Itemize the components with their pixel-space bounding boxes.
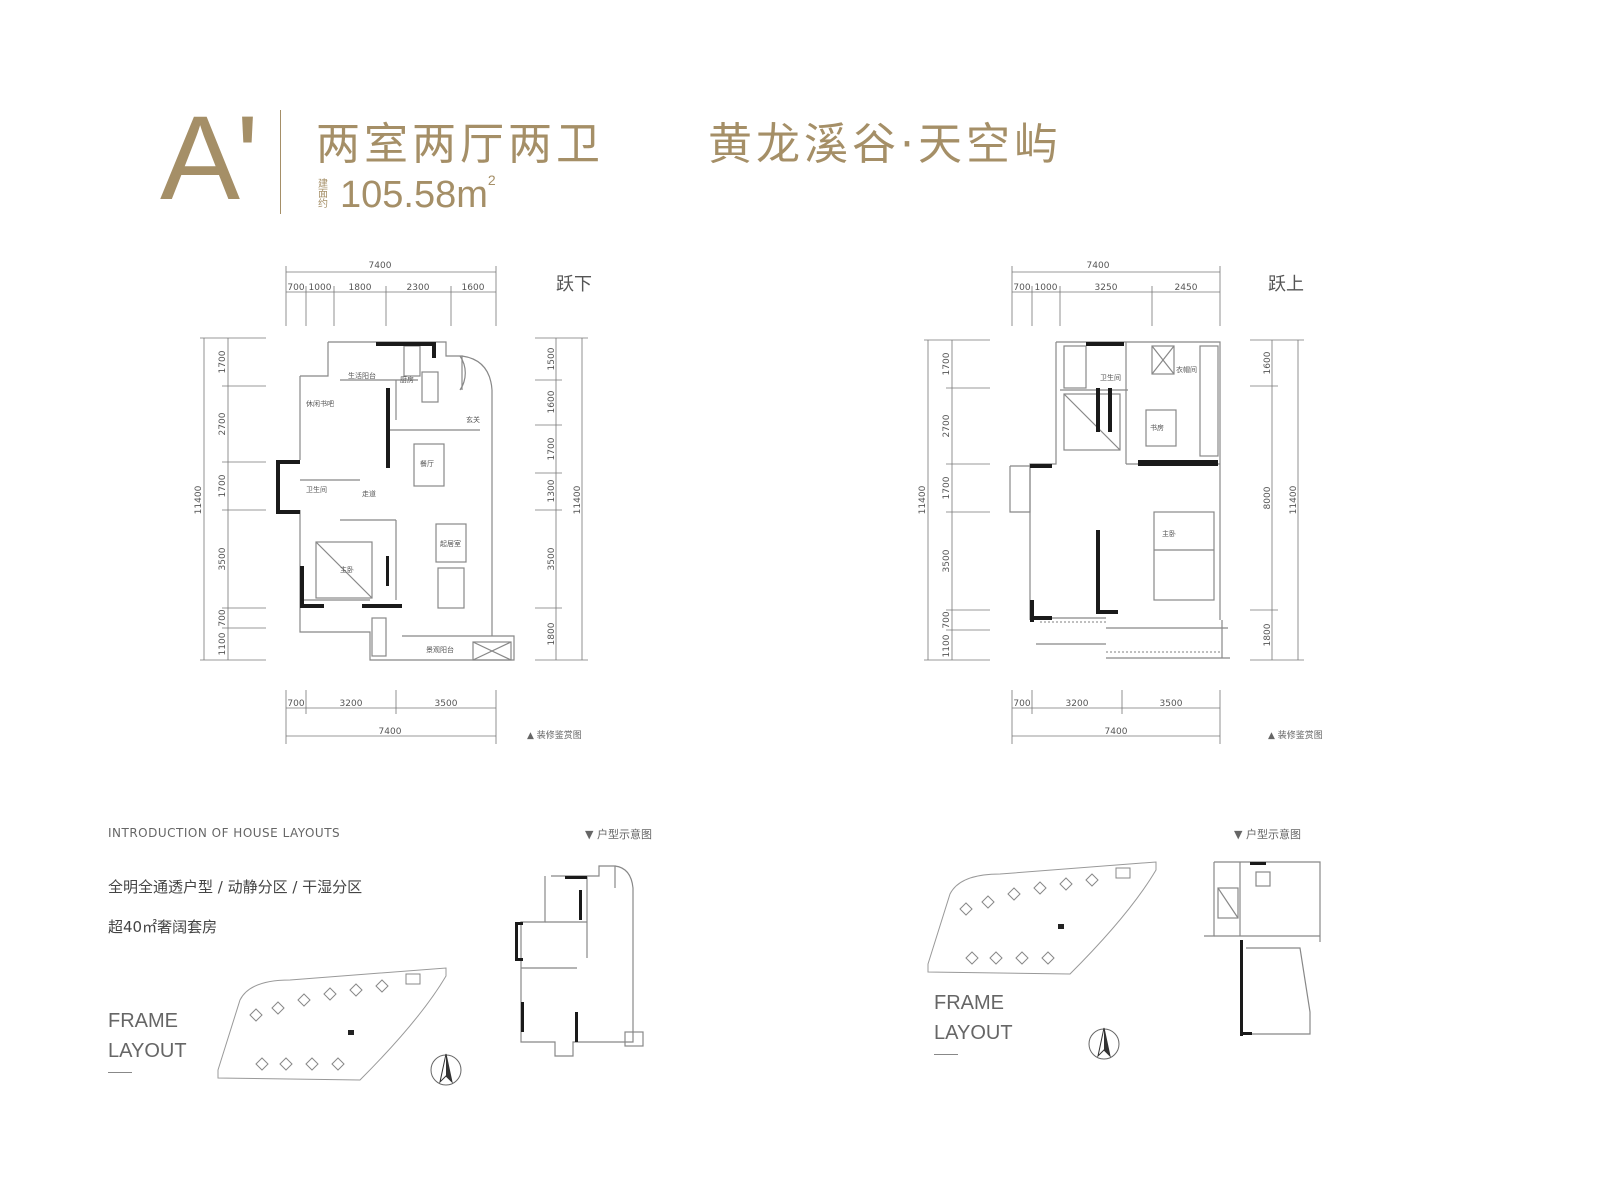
lower-top-total: 7400 [369,261,392,271]
lower-left-dim: 1100 [218,632,228,655]
room-multi: 休闲书吧 [306,399,334,408]
schematic-label-right: ▼ 户型示意图 [1234,828,1301,841]
area-prefix: 建面约 [318,179,328,210]
unit-code: A' [160,91,259,225]
intro-title: INTRODUCTION OF HOUSE LAYOUTS [108,826,341,840]
lower-bottom-dim: 700 [287,699,304,709]
frame-label-line1: FRAME [108,1010,178,1032]
north-arrow-left [430,1053,462,1086]
lower-floor-label: 跃下 [556,274,592,295]
lower-right-dim: 1600 [547,390,557,413]
room-living: 起居室 [440,539,461,548]
area-value: 105.58 [340,174,457,216]
lower-floor-note: ▲ 装修鉴赏图 [527,731,582,741]
room-dining: 餐厅 [420,459,434,468]
lower-bottom-dim: 3200 [340,699,363,709]
frame-label-right-line2: LAYOUT [934,1022,1013,1044]
room-master: 主卧 [340,565,354,574]
upper-left-dim: 2700 [942,414,952,437]
frame-dash-left [108,1072,132,1073]
upper-right-dim: 1600 [1263,351,1273,374]
room-balcony: 景观阳台 [426,645,454,654]
upper-right-total: 11400 [1289,485,1299,514]
feature-line-1: 全明全通透户型 / 动静分区 / 干湿分区 [108,878,363,896]
upper-bottom-dim: 3500 [1160,699,1183,709]
upper-room-closet: 衣帽间 [1176,365,1197,374]
upper-top-total: 7400 [1087,261,1110,271]
room-corridor: 走道 [362,489,376,498]
area-value-row: 105.58m2 [340,172,496,217]
lower-right-dim: 1700 [547,437,557,460]
frame-label-line2: LAYOUT [108,1040,187,1062]
upper-top-dim: 3250 [1095,283,1118,293]
title-divider [280,110,281,214]
room-bath: 卫生间 [306,485,327,494]
lower-top-dim: 1600 [462,283,485,293]
lower-top-dim: 1000 [309,283,332,293]
upper-left-dim: 700 [942,611,952,628]
lower-bottom-total: 7400 [379,727,402,737]
frame-label-right-line1: FRAME [934,992,1004,1014]
room-entrance: 玄关 [466,415,480,424]
upper-left-dim: 1700 [942,352,952,375]
upper-room-study: 书房 [1150,423,1164,432]
upper-bottom-total: 7400 [1105,727,1128,737]
lower-left-dim: 1700 [218,350,228,373]
lower-left-dim: 1700 [218,474,228,497]
site-map-left [217,967,447,1081]
feature-line-2: 超40㎡奢阔套房 [108,918,218,936]
lower-left-dim: 700 [218,609,228,626]
site-map-right [927,861,1157,975]
north-arrow-right [1088,1027,1120,1060]
upper-floor-plan: 7400 700 1000 3250 2450 1700 2700 1700 3… [918,261,1304,744]
upper-room-bath: 卫生间 [1100,373,1121,382]
upper-left-dim: 3500 [942,549,952,572]
upper-right-dim: 8000 [1263,486,1273,509]
lower-top-dim: 1800 [349,283,372,293]
upper-left-dim: 1100 [942,634,952,657]
lower-bottom-dim: 3500 [435,699,458,709]
lower-right-dim: 1500 [547,347,557,370]
lower-right-dim: 1300 [547,479,557,502]
lower-left-total: 11400 [194,485,204,514]
lower-top-dim: 2300 [407,283,430,293]
upper-floor-note: ▲ 装修鉴赏图 [1268,731,1323,741]
area-unit-superscript: 2 [487,172,496,188]
schematic-left [515,865,644,1057]
lower-floor-plan: 7400 700 1000 1800 2300 1600 1700 2700 1… [194,261,588,744]
project-name: 黄龙溪谷·天空屿 [708,119,1062,170]
lower-right-dim: 1800 [547,622,557,645]
upper-top-dim: 2450 [1175,283,1198,293]
lower-right-dim: 3500 [547,547,557,570]
upper-left-dim: 1700 [942,476,952,499]
upper-bottom-dim: 700 [1013,699,1030,709]
upper-top-dim: 1000 [1035,283,1058,293]
frame-dash-right [934,1054,958,1055]
room-laundry: 生活阳台 [348,371,376,380]
area-unit: m [456,174,488,216]
upper-bottom-dim: 3200 [1066,699,1089,709]
lower-left-dim: 3500 [218,547,228,570]
upper-top-dim: 700 [1013,283,1030,293]
upper-floor-label: 跃上 [1268,274,1304,295]
upper-right-dim: 1800 [1263,623,1273,646]
upper-room-master: 主卧 [1162,529,1176,538]
lower-right-total: 11400 [573,485,583,514]
room-kitchen: 厨房 [400,375,414,384]
layout-type-title: 两室两厅两卫 [316,119,604,170]
schematic-right [1204,861,1321,1036]
lower-left-dim: 2700 [218,412,228,435]
lower-top-dim: 700 [287,283,304,293]
schematic-label-left: ▼ 户型示意图 [585,828,652,841]
upper-left-total: 11400 [918,485,928,514]
